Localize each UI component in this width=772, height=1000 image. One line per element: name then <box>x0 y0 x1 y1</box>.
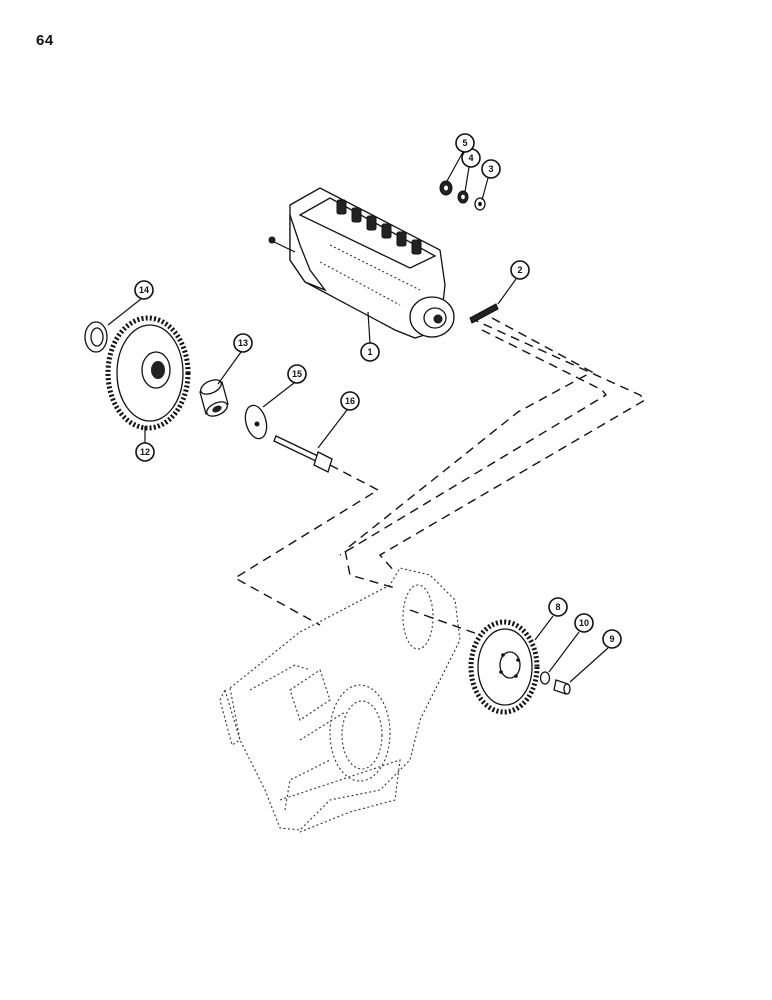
callout-5: 5 <box>455 133 475 153</box>
pump-drive-gear <box>468 619 540 715</box>
callout-8: 8 <box>548 597 568 617</box>
callout-label: 3 <box>488 164 493 174</box>
fuel-injection-pump <box>268 187 455 339</box>
timing-gear-housing <box>219 567 461 833</box>
hub-bushing <box>199 379 229 417</box>
lock-washer <box>457 190 469 204</box>
stud <box>469 303 499 324</box>
callout-16: 16 <box>340 391 360 411</box>
gear-washer <box>539 671 551 685</box>
callout-label: 2 <box>517 265 522 275</box>
callout-label: 1 <box>367 347 372 357</box>
callout-label: 13 <box>238 338 248 348</box>
callout-1: 1 <box>360 342 380 362</box>
callout-label: 4 <box>468 153 473 163</box>
callout-label: 16 <box>345 396 355 406</box>
callout-9: 9 <box>602 629 622 649</box>
callout-10: 10 <box>574 613 594 633</box>
callout-label: 5 <box>462 138 467 148</box>
callout-14: 14 <box>134 280 154 300</box>
thrust-washer <box>84 321 108 353</box>
gear-bolt <box>553 679 571 695</box>
page-number: 64 <box>36 32 54 49</box>
callout-label: 10 <box>579 618 589 628</box>
callout-label: 15 <box>292 369 302 379</box>
callout-label: 9 <box>609 634 614 644</box>
flat-washer <box>244 404 268 440</box>
callout-2: 2 <box>510 260 530 280</box>
callouts: 1 2 3 4 5 8 9 10 12 13 14 15 16 <box>134 133 622 649</box>
leader-lines <box>107 151 609 683</box>
callout-label: 14 <box>139 285 149 295</box>
nut <box>439 180 453 196</box>
callout-12: 12 <box>135 442 155 462</box>
washer <box>474 197 486 211</box>
callout-15: 15 <box>287 364 307 384</box>
callout-3: 3 <box>481 159 501 179</box>
callout-label: 8 <box>555 602 560 612</box>
callout-13: 13 <box>233 333 253 353</box>
cap-screw <box>273 435 333 473</box>
idler-gear <box>105 315 191 431</box>
callout-label: 12 <box>140 447 150 457</box>
